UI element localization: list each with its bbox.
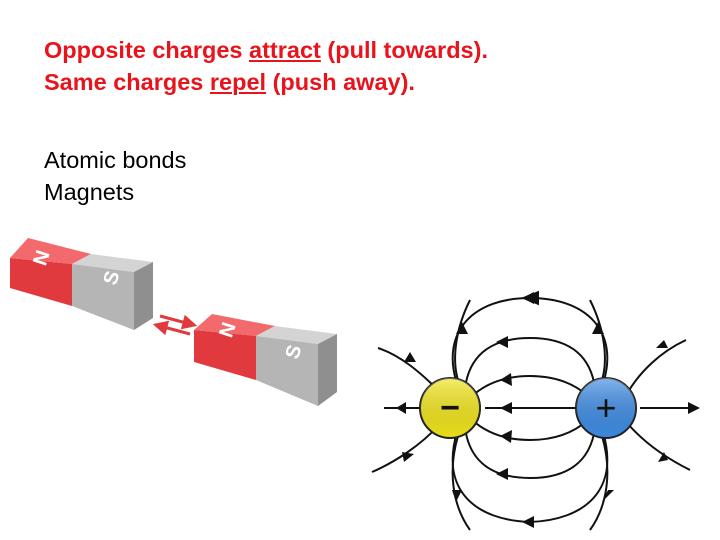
magnet-2-north-front [194, 330, 256, 380]
attract-word: attract [249, 37, 321, 63]
field-line-right-bottom [627, 423, 691, 471]
arrowhead-bottom-left-far [452, 490, 462, 502]
field-line-top-left-far [454, 299, 471, 381]
magnet-2-north-top [194, 314, 275, 336]
arrowhead-center [500, 402, 512, 414]
heading-line-repel: Same charges repel (push away). [44, 66, 488, 98]
example-magnets: Magnets [44, 179, 135, 205]
magnet-1-south-label: S [99, 268, 124, 287]
heading-line1-prefix: Opposite charges [44, 37, 250, 63]
heading-line2-suffix: (push away). [266, 69, 415, 95]
arrowhead-bottom-right-far [602, 490, 614, 502]
example-atomic-bonds: Atomic bonds [44, 147, 187, 173]
field-line-mid-bottom [464, 427, 596, 480]
positive-charge: + [575, 377, 637, 439]
magnet-2-south-label: S [281, 342, 306, 361]
arrowhead-top-right-far [592, 322, 604, 334]
magnet-1-north-label: N [29, 248, 54, 269]
field-arrowheads [396, 292, 700, 528]
field-line-inner-top [471, 374, 589, 397]
field-line-bottom-right-far [589, 435, 609, 531]
field-line-inner-bottom [471, 419, 589, 442]
arrowhead-inner-bottom [500, 430, 512, 443]
magnet-1-north-top [10, 238, 91, 264]
positive-charge-symbol: + [595, 387, 616, 428]
magnet-1-south-end [134, 262, 153, 330]
field-line-right-top [627, 339, 687, 393]
field-line-outer-top [451, 290, 609, 385]
arrowhead-outer-bottom [522, 516, 534, 528]
field-line-mid-top [464, 336, 596, 389]
heading-line-attract: Opposite charges attract (pull towards). [44, 34, 488, 66]
arrowhead-top-left-far [456, 322, 468, 334]
magnet-1: N S [10, 238, 153, 330]
magnet-1-south-top [72, 254, 153, 272]
magnet-2-south-end [318, 334, 337, 406]
magnet-2-south-top [256, 326, 337, 344]
attraction-arrows [152, 314, 198, 336]
arrowhead-right-bottom [658, 452, 668, 462]
slide-heading: Opposite charges attract (pull towards).… [44, 34, 488, 98]
magnet-2-south-front [256, 336, 318, 406]
magnet-2-north-label: N [215, 320, 240, 341]
magnet-1-south-front [72, 264, 134, 330]
arrowhead-left-top [404, 352, 416, 362]
arrowhead-left-bottom [402, 452, 414, 462]
field-line-bottom-left-far [451, 435, 471, 531]
arrowhead-mid-top [496, 336, 508, 348]
arrowhead-inner-top [500, 373, 512, 386]
repel-word: repel [209, 69, 267, 95]
arrowhead-right-top [656, 340, 668, 348]
magnet-2: N S [194, 314, 337, 406]
arrowhead-left-straight [396, 402, 406, 414]
heading-line2-prefix: Same charges [44, 69, 210, 95]
negative-charge: − [419, 377, 481, 439]
arrowhead-right-straight [688, 402, 700, 414]
arrowhead-mid-bottom [496, 468, 508, 480]
magnet-1-north-front [10, 258, 72, 306]
heading-line1-suffix: (pull towards). [320, 37, 488, 63]
field-line-top-right-far [589, 299, 606, 381]
negative-charge-symbol: − [440, 389, 460, 427]
arrowhead-outer-top [522, 292, 534, 304]
examples-list: Atomic bonds Magnets [44, 144, 186, 208]
